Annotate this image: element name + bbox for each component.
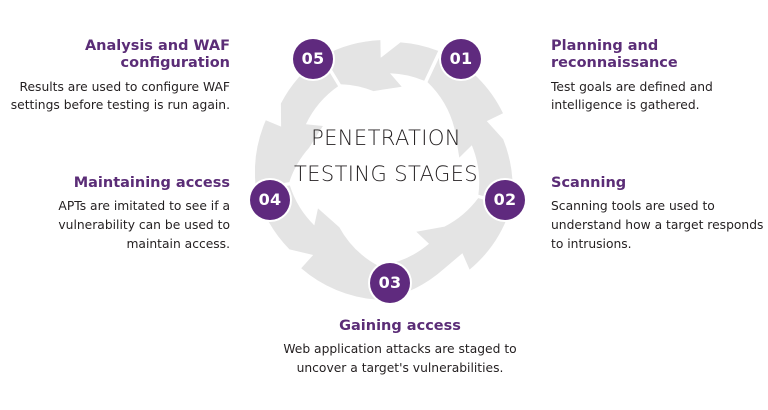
ring-segment-04 [255,57,339,188]
callout-analysis-body: Results are used to configure WAF settin… [10,79,230,113]
callout-gaining-body: Web application attacks are staged to un… [283,342,517,376]
stage-node-01-number: 01 [441,39,481,79]
stage-node-03-number: 03 [370,263,410,303]
callout-maintaining-body: APTs are imitated to see if a vulnerabil… [58,199,230,251]
callout-gaining-title: Gaining access [339,318,461,334]
stage-node-02[interactable]: 02 [483,178,527,222]
stage-node-04[interactable]: 04 [248,178,292,222]
callout-planning-and-reconnaissance: Planning and reconnaissance Test goals a… [551,38,765,115]
callout-maintaining-access: Maintaining access APTs are imitated to … [2,175,230,253]
stage-node-05[interactable]: 05 [291,37,335,81]
ring-segment-01 [427,52,513,204]
callout-planning-body: Test goals are defined and intelligence … [551,79,713,113]
callout-analysis-and-waf-configuration: Analysis and WAF configuration Results a… [4,38,230,115]
callout-planning-title: Planning and reconnaissance [551,38,678,72]
diagram-center-title: PENETRATION TESTING STAGES [293,126,479,186]
callout-scanning: Scanning Scanning tools are used to unde… [551,175,765,253]
ring-segment-02 [379,198,511,300]
stage-node-02-number: 02 [485,180,525,220]
stage-node-01[interactable]: 01 [439,37,483,81]
callout-analysis-title: Analysis and WAF configuration [84,38,230,72]
callout-gaining-access: Gaining access Web application attacks a… [270,318,530,378]
stage-node-05-number: 05 [293,39,333,79]
callout-scanning-title: Scanning [551,175,627,191]
stage-node-04-number: 04 [250,180,290,220]
stage-node-03[interactable]: 03 [368,261,412,305]
callout-maintaining-title: Maintaining access [73,175,230,191]
callout-scanning-body: Scanning tools are used to understand ho… [551,199,764,251]
ring-segment-05 [323,40,439,92]
